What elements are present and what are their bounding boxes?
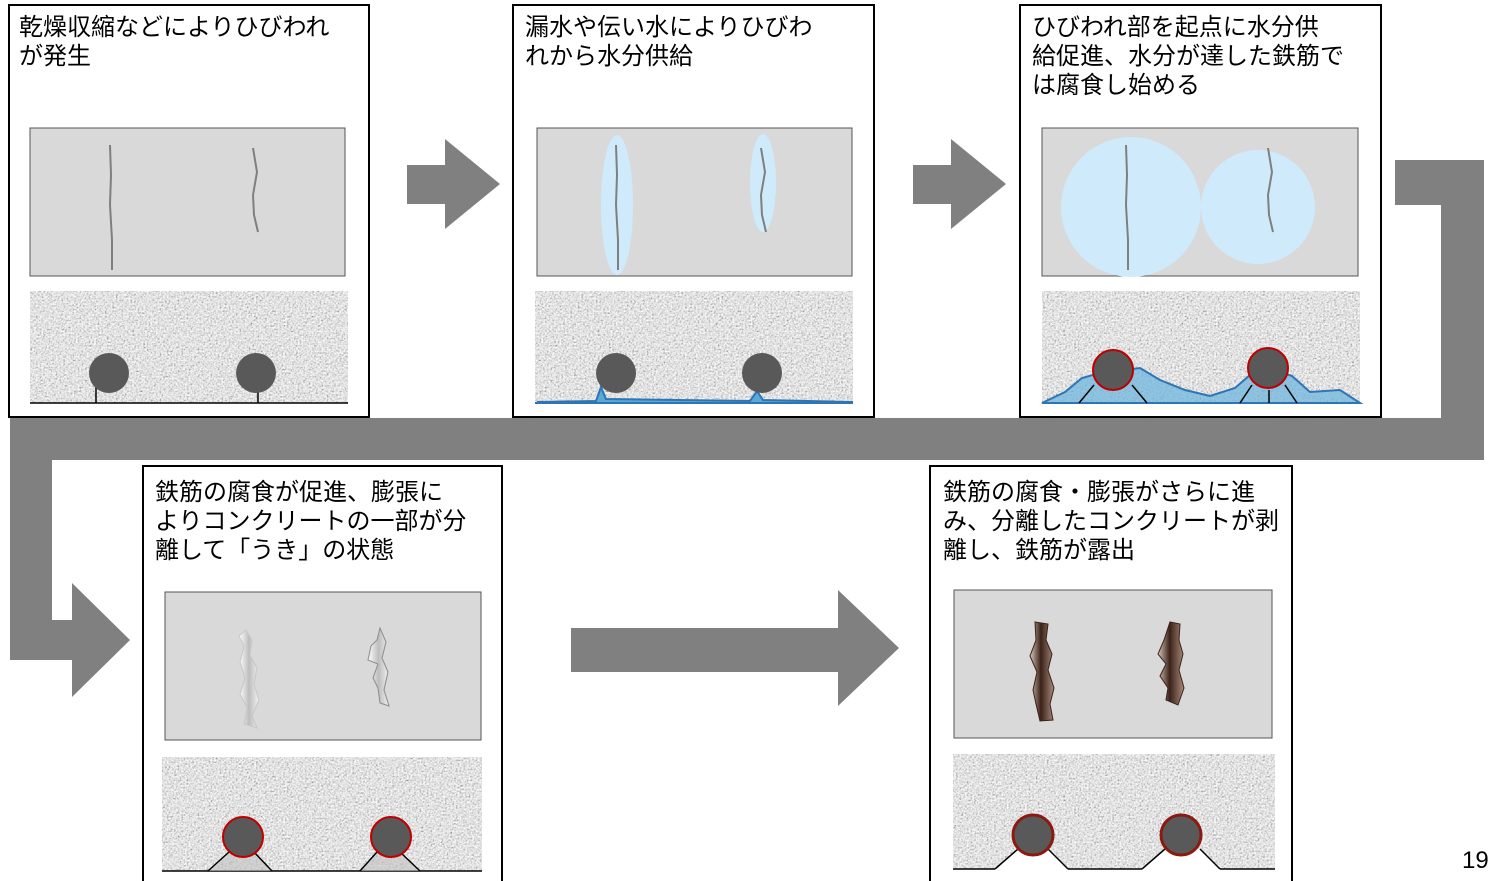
step-1-panel [8, 4, 370, 418]
rebar-section-icon [89, 353, 129, 393]
step-3-panel [1019, 4, 1382, 418]
flow-arrow-return-icon [10, 160, 1484, 697]
concrete-surface [164, 591, 482, 741]
exposed-rebar-icon [1029, 621, 1055, 722]
crack-icon [1266, 147, 1274, 233]
flow-arrow-2-icon [913, 139, 1006, 229]
step-4-panel [142, 465, 503, 881]
rebar-section-icon [222, 816, 264, 858]
crack-icon [614, 144, 619, 270]
rebar-section-icon [1092, 349, 1134, 391]
step-3-caption: ひびわれ部を起点に水分供 給促進、水分が達した鉄筋で は腐食し始める [1032, 13, 1344, 99]
concrete-section [1041, 291, 1364, 404]
flaking-icon [238, 629, 260, 729]
concrete-surface [536, 127, 853, 277]
rebar-section-icon [1247, 347, 1289, 389]
concrete-section [535, 291, 854, 404]
rebar-section-icon [236, 353, 276, 393]
step-2-caption: 漏水や伝い水によりひびわ れから水分供給 [525, 13, 813, 70]
concrete-section [30, 291, 348, 404]
step-4-caption: 鉄筋の腐食が促進、膨張に よりコンクリートの一部が分 離して「うき」の状態 [155, 478, 467, 564]
water-zone-icon [1201, 150, 1315, 264]
flow-arrow-3-icon [571, 590, 899, 706]
step-5-caption: 鉄筋の腐食・膨張がさらに進 み、分離したコンクリートが剥 離し、鉄筋が露出 [943, 478, 1279, 564]
rebar-section-icon [370, 816, 412, 858]
concrete-section [162, 757, 482, 872]
rebar-section-icon [742, 353, 782, 393]
concrete-surface [29, 127, 346, 277]
crack-icon [108, 144, 113, 270]
step-5-panel [929, 465, 1293, 881]
concrete-section [953, 754, 1275, 870]
flaking-icon [367, 626, 390, 707]
crack-icon [759, 147, 767, 233]
exposed-rebar-icon [1157, 621, 1185, 706]
page-number: 19 [1462, 847, 1489, 874]
rebar-section-icon [1011, 813, 1055, 857]
crack-icon [1124, 144, 1129, 270]
crack-icon [251, 147, 259, 233]
step-1-caption: 乾燥収縮などによりひびわれ が発生 [19, 13, 330, 70]
rebar-section-icon [596, 353, 636, 393]
flow-arrow-1-icon [407, 139, 500, 229]
rebar-section-icon [1159, 813, 1203, 857]
step-2-panel [512, 4, 875, 418]
concrete-surface [953, 589, 1273, 739]
water-zone-icon [1061, 137, 1201, 277]
